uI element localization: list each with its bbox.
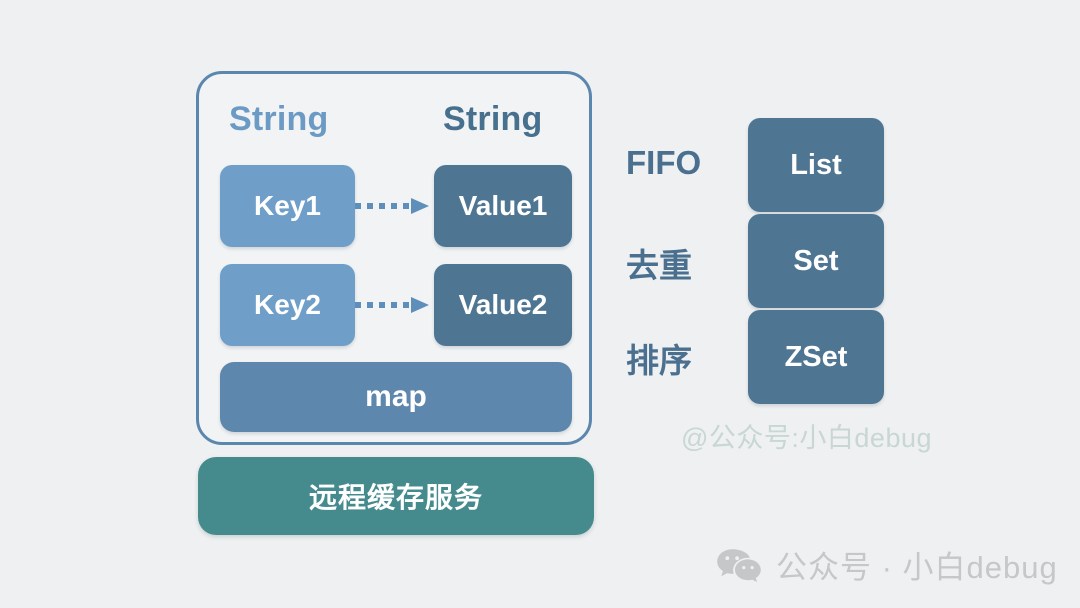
arrow-dashes [355, 302, 413, 308]
value-box-2[interactable]: Value2 [434, 264, 572, 346]
arrow-head-icon [411, 297, 429, 313]
arrow-head-icon [411, 198, 429, 214]
key-box-1[interactable]: Key1 [220, 165, 355, 247]
type-box-set[interactable]: Set [748, 214, 884, 308]
key-box-2[interactable]: Key2 [220, 264, 355, 346]
value-column-header: String [443, 100, 543, 138]
type-label-dedupe: 去重 [626, 247, 692, 284]
arrow-dashes [355, 203, 413, 209]
dotted-arrow-2 [355, 297, 435, 313]
brand-footer: 公众号 · 小白debug [716, 542, 1058, 587]
brand-text: 公众号 · 小白debug [776, 550, 1058, 585]
value-box-1[interactable]: Value1 [434, 165, 572, 247]
wechat-icon [716, 548, 762, 582]
type-box-zset[interactable]: ZSet [748, 310, 884, 404]
type-label-sort: 排序 [626, 342, 692, 379]
watermark-text: @公众号:小白debug [681, 423, 932, 453]
remote-cache-service-bar[interactable]: 远程缓存服务 [198, 457, 594, 535]
dotted-arrow-1 [355, 198, 435, 214]
key-column-header: String [229, 100, 329, 138]
type-label-fifo: FIFO [626, 144, 702, 181]
type-box-list[interactable]: List [748, 118, 884, 212]
map-bar[interactable]: map [220, 362, 572, 432]
